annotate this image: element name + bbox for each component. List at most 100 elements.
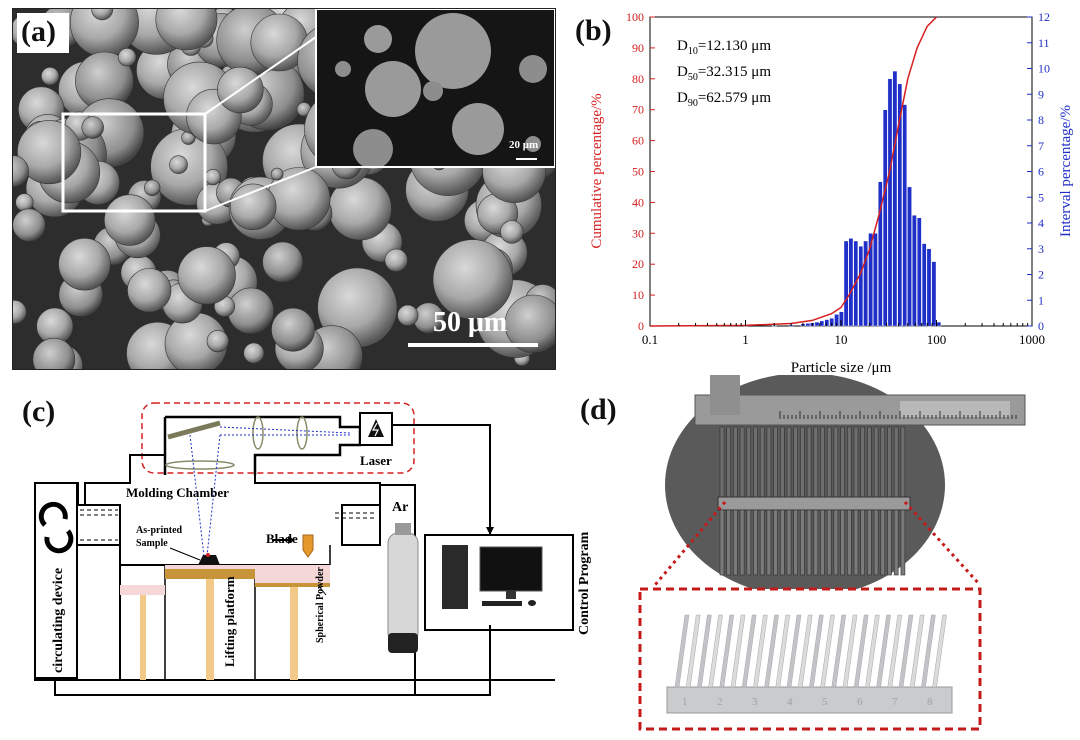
- circulating-device-label: circulating device: [51, 568, 66, 673]
- rendered-fin: [876, 614, 891, 688]
- sem-micrograph-image: [13, 9, 555, 369]
- mouse: [528, 600, 536, 606]
- zoom-box: [61, 112, 207, 213]
- argon-cylinder: [387, 532, 419, 644]
- interval-bar: [843, 240, 849, 327]
- rendered-fin: [909, 614, 925, 688]
- sample-number-label: 3: [752, 696, 758, 708]
- lens: [296, 416, 308, 450]
- interval-bar: [882, 109, 888, 327]
- rendered-fin-array: [674, 614, 947, 688]
- x-tick-label: 1: [742, 332, 749, 347]
- rendered-fin: [775, 614, 791, 688]
- pc-tower: [442, 545, 468, 609]
- powder-particle: [204, 169, 222, 186]
- sample-number-label: 8: [927, 696, 933, 708]
- interval-bar: [912, 215, 917, 327]
- interval-bar: [824, 319, 830, 327]
- slm-schematic-panel: (c) Laser: [20, 395, 595, 735]
- powder-bed-right: [255, 565, 330, 583]
- y-left-tick-label: 50: [632, 165, 644, 179]
- rendered-fin: [786, 614, 802, 688]
- powder-particle: [13, 300, 27, 324]
- recycle-icon: [38, 501, 68, 527]
- interval-bar: [902, 104, 908, 327]
- powder-particle: [58, 238, 111, 291]
- y-right-tick-label: 2: [1038, 268, 1044, 282]
- powder-particle: [155, 9, 218, 51]
- interval-bar: [814, 321, 820, 327]
- rendered-fin: [719, 614, 735, 688]
- y-right-axis-label: Interval percentage/%: [1058, 105, 1074, 237]
- y-right-tick-label: 9: [1038, 87, 1044, 101]
- rendered-fin: [730, 614, 746, 688]
- interval-bar: [936, 321, 942, 327]
- interval-bar: [819, 320, 825, 327]
- powder-particle: [169, 155, 188, 174]
- panel-c-label: (c): [22, 395, 56, 428]
- laser-warning-icon: [368, 419, 384, 437]
- rendered-fin: [674, 614, 690, 688]
- sample-number-label: 2: [717, 696, 723, 708]
- powder-particle: [144, 179, 161, 197]
- rendered-fin: [697, 614, 712, 688]
- powder-particle: [177, 246, 236, 305]
- rendered-sample-base: [666, 686, 953, 714]
- powder-particle: [17, 120, 82, 185]
- as-printed-label: As-printed: [136, 525, 183, 536]
- slm-schematic: Laser Blade: [34, 402, 592, 696]
- interval-bar: [892, 70, 898, 327]
- y-left-axis-label: Cumulative percentage/%: [589, 93, 605, 248]
- x-tick-label: 0.1: [642, 332, 658, 347]
- powder-particle: [384, 248, 408, 272]
- rendered-fin: [898, 614, 914, 688]
- interval-bar: [858, 245, 864, 327]
- rendered-fin: [921, 614, 936, 688]
- f-theta-lens: [165, 460, 235, 470]
- spherical-powder-label: Spherical Powder: [315, 567, 326, 643]
- powder-particle: [397, 304, 419, 327]
- molding-chamber-label: Molding Chamber: [126, 485, 229, 500]
- powder-particle: [32, 337, 76, 369]
- interval-bar: [863, 240, 868, 327]
- rendered-fin: [708, 614, 723, 688]
- powder-particle: [230, 183, 277, 231]
- optics-box: [141, 402, 415, 474]
- powder-particle: [243, 342, 265, 364]
- interval-bar: [805, 323, 811, 327]
- powder-particle: [262, 241, 304, 283]
- powder-particle: [206, 330, 229, 353]
- inset-scale-label: 20 μm: [509, 139, 539, 151]
- panel-b-label: (b): [575, 14, 612, 47]
- interval-bar: [868, 233, 873, 327]
- y-left-tick-label: 80: [632, 72, 644, 86]
- y-right-tick-label: 10: [1038, 62, 1050, 76]
- powder-particle: [40, 66, 60, 86]
- y-left-tick-label: 30: [632, 226, 644, 240]
- rendered-fin: [685, 614, 701, 688]
- sample-label: Sample: [136, 538, 168, 549]
- interval-bar: [917, 217, 922, 327]
- piston-left: [140, 595, 146, 680]
- interval-bar: [897, 83, 903, 327]
- x-axis-label: Particle size /μm: [791, 360, 892, 376]
- plot-area: [649, 16, 1033, 327]
- rendered-fin: [842, 614, 858, 688]
- sample-number-label: 7: [892, 696, 898, 708]
- rendered-fin: [820, 614, 835, 688]
- rendered-fin: [887, 614, 903, 688]
- fin-array-top: [717, 426, 911, 511]
- piston-right: [290, 587, 298, 680]
- sample-number-label: 1: [682, 696, 688, 708]
- y-right-tick-label: 8: [1038, 113, 1044, 127]
- rendered-fin: [741, 614, 757, 688]
- powder-particle: [504, 294, 555, 353]
- powder-particle: [270, 167, 284, 181]
- interval-bar: [887, 78, 893, 327]
- powder-particle: [227, 287, 275, 334]
- inset-cross-section: [315, 9, 555, 169]
- y-left-tick-label: 0: [638, 319, 644, 333]
